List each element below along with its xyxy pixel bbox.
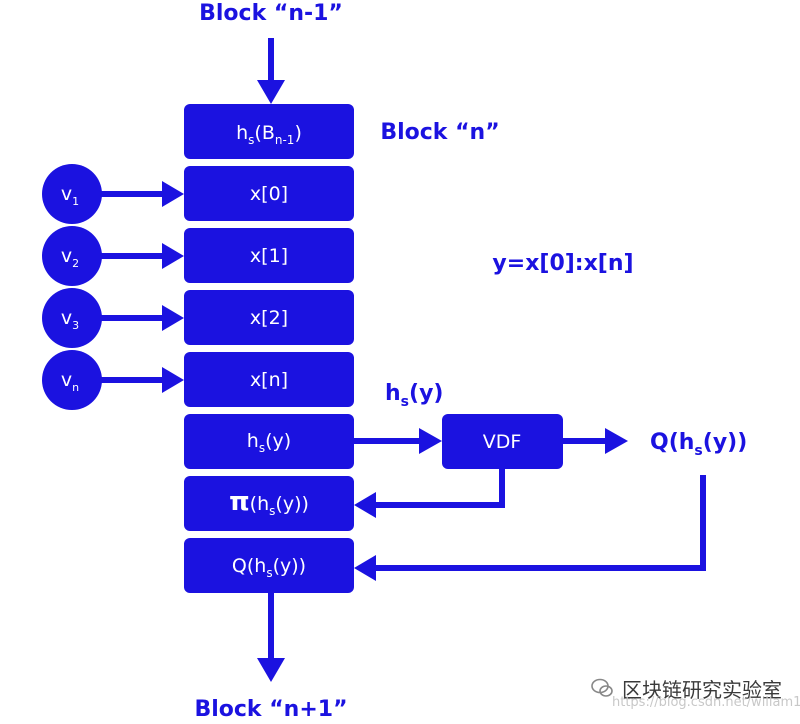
input-circle-v3: [42, 288, 102, 348]
arrow-vdf-to-pi: [372, 469, 505, 508]
label-hs-y-above-vdf: hs(y): [385, 381, 443, 410]
input-label-vn: vn: [61, 369, 79, 394]
input-circle-vn: [42, 350, 102, 410]
vdf-box: [442, 414, 563, 469]
label-block-next: Block “n+1”: [194, 697, 347, 722]
arrow-q-to-q-block: [372, 475, 706, 571]
block-q-label: Q(hs(y)): [232, 555, 306, 580]
block-hash-prev-label: hs(Bn-1): [236, 122, 302, 147]
label-block-cur: Block “n”: [380, 120, 499, 145]
input-label-v2: v2: [61, 245, 79, 270]
input-circle-v2: [42, 226, 102, 286]
label-formula: y=x[0]:x[n]: [492, 251, 633, 276]
block-hs-y-label: hs(y): [247, 430, 291, 455]
block-x0-label: x[0]: [250, 183, 288, 205]
arrowhead-stack-to-next: [257, 658, 285, 682]
wechat-icon: [591, 678, 613, 697]
watermark-org: 区块链研究实验室: [622, 678, 782, 702]
block-xn: [184, 352, 354, 407]
block-xn-label: x[n]: [250, 369, 288, 391]
arrowhead-vdf-to-q: [605, 428, 628, 454]
block-x0: [184, 166, 354, 221]
watermark-url: https://blog.csdn.net/willam1: [612, 695, 800, 710]
arrowhead-q-to-q-block: [354, 555, 376, 581]
label-block-prev: Block “n-1”: [199, 1, 343, 26]
vdf-label: VDF: [483, 431, 522, 453]
block-pi: [184, 476, 354, 531]
block-x2: [184, 290, 354, 345]
arrowhead-vn-to-xn: [162, 367, 184, 393]
arrowhead-v1-to-x0: [162, 181, 184, 207]
block-hash-prev: [184, 104, 354, 159]
block-q: [184, 538, 354, 593]
block-x1-label: x[1]: [250, 245, 288, 267]
label-q-output: Q(hs(y)): [650, 430, 747, 459]
arrowhead-prev-to-stack: [257, 80, 285, 104]
block-hs-y: [184, 414, 354, 469]
block-x2-label: x[2]: [250, 307, 288, 329]
arrowhead-v3-to-x2: [162, 305, 184, 331]
block-x1: [184, 228, 354, 283]
arrowhead-vdf-to-pi: [354, 492, 376, 518]
input-circle-v1: [42, 164, 102, 224]
arrowhead-hs-y-to-vdf: [419, 428, 442, 454]
input-label-v3: v3: [61, 307, 79, 332]
input-label-v1: v1: [61, 183, 79, 208]
block-pi-label: π(hs(y)): [229, 487, 309, 518]
arrowhead-v2-to-x1: [162, 243, 184, 269]
